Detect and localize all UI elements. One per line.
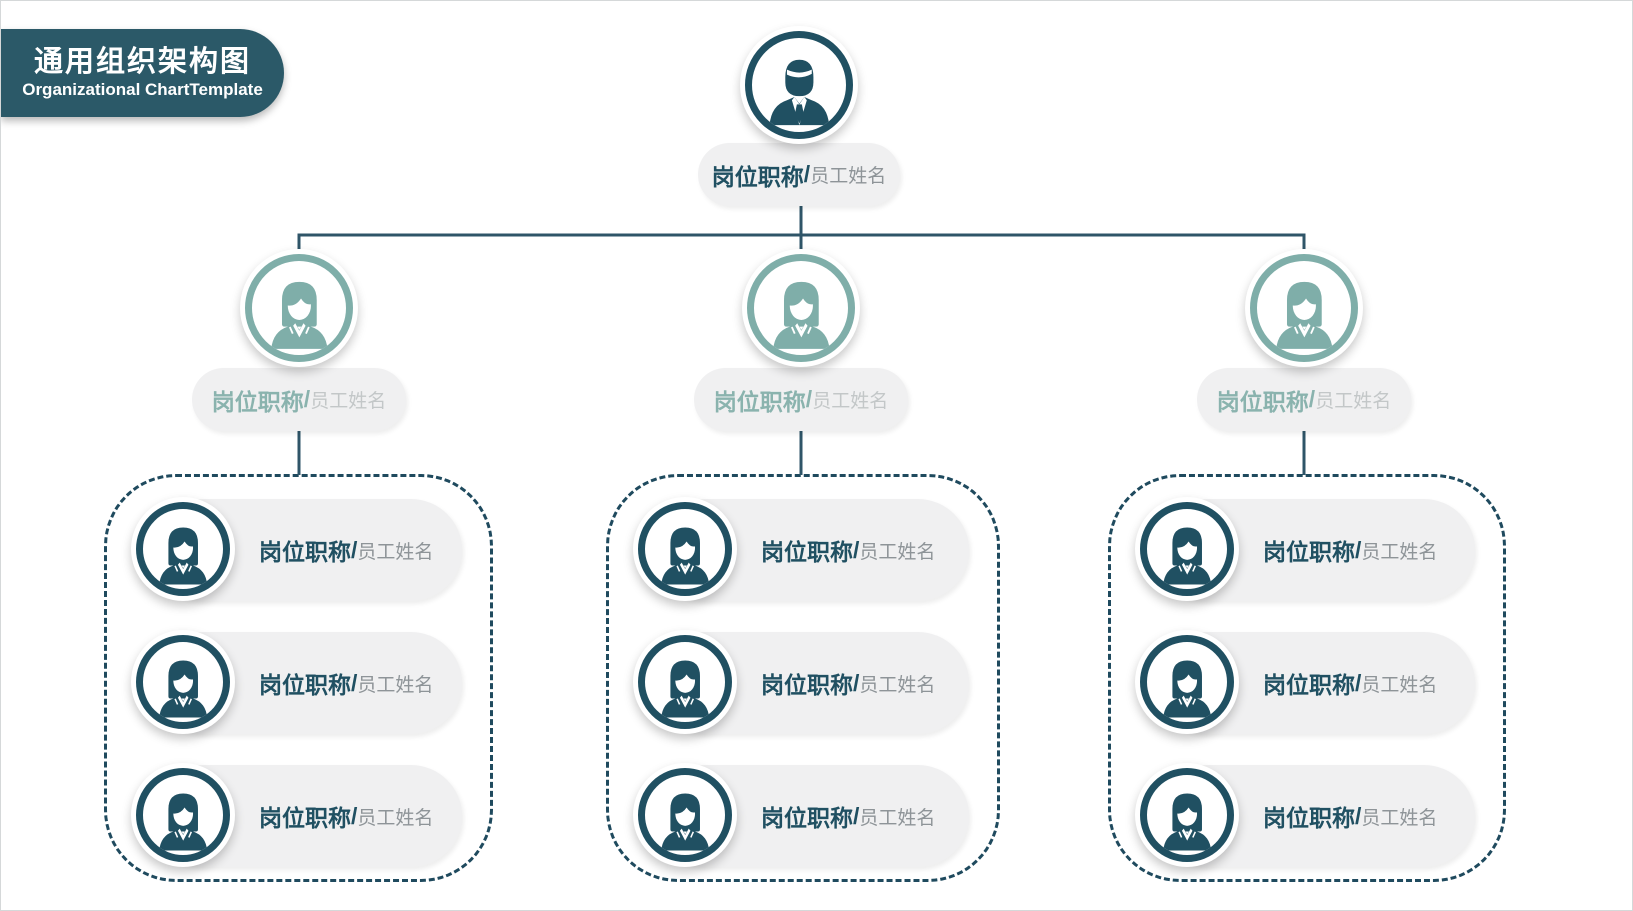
member-employee-name: 员工姓名 — [357, 541, 434, 563]
member-row: 岗位职称/员工姓名 — [609, 763, 997, 867]
member-avatar — [1135, 763, 1239, 867]
member-employee-name: 员工姓名 — [1361, 674, 1438, 696]
member-employee-name: 员工姓名 — [859, 807, 936, 829]
title-badge: 通用组织架构图 Organizational ChartTemplate — [1, 29, 284, 117]
member-separator: / — [351, 669, 358, 696]
manager-separator: / — [805, 386, 813, 412]
team-group-box: 岗位职称/员工姓名 岗位职称/员工姓名 岗位职称/员工姓名 — [1108, 474, 1506, 882]
member-row: 岗位职称/员工姓名 — [1111, 763, 1503, 867]
member-employee-name: 员工姓名 — [357, 807, 434, 829]
team-group-box: 岗位职称/员工姓名 岗位职称/员工姓名 岗位职称/员工姓名 — [606, 474, 1000, 882]
member-position-label: 岗位职称 — [761, 539, 853, 565]
manager-position-label: 岗位职称 — [211, 388, 304, 415]
manager-employee-name: 员工姓名 — [1315, 391, 1392, 412]
manager-position-label: 岗位职称 — [1216, 388, 1309, 415]
root-employee-name: 员工姓名 — [810, 166, 887, 187]
root-avatar — [740, 26, 858, 144]
team-group-box: 岗位职称/员工姓名 岗位职称/员工姓名 岗位职称/员工姓名 — [104, 474, 493, 882]
member-row: 岗位职称/员工姓名 — [107, 763, 490, 867]
manager-label-pill: 岗位职称/员工姓名 — [192, 368, 406, 431]
member-separator: / — [351, 536, 358, 563]
female-avatar-icon — [1275, 282, 1333, 350]
manager-avatar — [240, 249, 358, 367]
root-label-pill: 岗位职称/员工姓名 — [698, 143, 900, 206]
manager-label-pill: 岗位职称/员工姓名 — [694, 368, 908, 431]
member-avatar — [1135, 497, 1239, 601]
member-row: 岗位职称/员工姓名 — [1111, 630, 1503, 734]
member-avatar — [633, 630, 737, 734]
member-position-label: 岗位职称 — [761, 805, 853, 831]
root-position-label: 岗位职称 — [711, 163, 804, 190]
manager-position-label: 岗位职称 — [713, 388, 806, 415]
manager-employee-name: 员工姓名 — [812, 391, 889, 412]
manager-label-pill: 岗位职称/员工姓名 — [1197, 368, 1411, 431]
member-separator: / — [853, 669, 860, 696]
member-separator: / — [853, 802, 860, 829]
page-title: 通用组织架构图 — [33, 46, 251, 79]
member-separator: / — [1355, 536, 1362, 563]
female-avatar-icon — [772, 282, 830, 350]
member-position-label: 岗位职称 — [259, 805, 351, 831]
member-avatar — [633, 763, 737, 867]
member-row: 岗位职称/员工姓名 — [107, 497, 490, 601]
member-employee-name: 员工姓名 — [859, 674, 936, 696]
female-avatar-icon — [270, 282, 328, 350]
member-row: 岗位职称/员工姓名 — [1111, 497, 1503, 601]
member-position-label: 岗位职称 — [761, 672, 853, 698]
member-employee-name: 员工姓名 — [859, 541, 936, 563]
member-employee-name: 员工姓名 — [357, 674, 434, 696]
member-employee-name: 员工姓名 — [1361, 541, 1438, 563]
member-avatar — [131, 497, 235, 601]
manager-separator: / — [303, 386, 311, 412]
root-separator: / — [803, 161, 811, 187]
member-avatar — [131, 763, 235, 867]
manager-avatar — [1245, 249, 1363, 367]
member-row: 岗位职称/员工姓名 — [107, 630, 490, 734]
member-position-label: 岗位职称 — [259, 539, 351, 565]
member-separator: / — [351, 802, 358, 829]
member-position-label: 岗位职称 — [1263, 539, 1355, 565]
member-position-label: 岗位职称 — [1263, 672, 1355, 698]
manager-employee-name: 员工姓名 — [310, 391, 387, 412]
page-subtitle: Organizational ChartTemplate — [22, 79, 263, 99]
male-avatar-icon — [769, 60, 829, 126]
member-avatar — [633, 497, 737, 601]
member-separator: / — [853, 536, 860, 563]
member-separator: / — [1355, 669, 1362, 696]
member-position-label: 岗位职称 — [259, 672, 351, 698]
manager-avatar — [742, 249, 860, 367]
member-position-label: 岗位职称 — [1263, 805, 1355, 831]
member-avatar — [1135, 630, 1239, 734]
member-row: 岗位职称/员工姓名 — [609, 630, 997, 734]
member-separator: / — [1355, 802, 1362, 829]
member-row: 岗位职称/员工姓名 — [609, 497, 997, 601]
member-employee-name: 员工姓名 — [1361, 807, 1438, 829]
manager-separator: / — [1308, 386, 1316, 412]
member-avatar — [131, 630, 235, 734]
